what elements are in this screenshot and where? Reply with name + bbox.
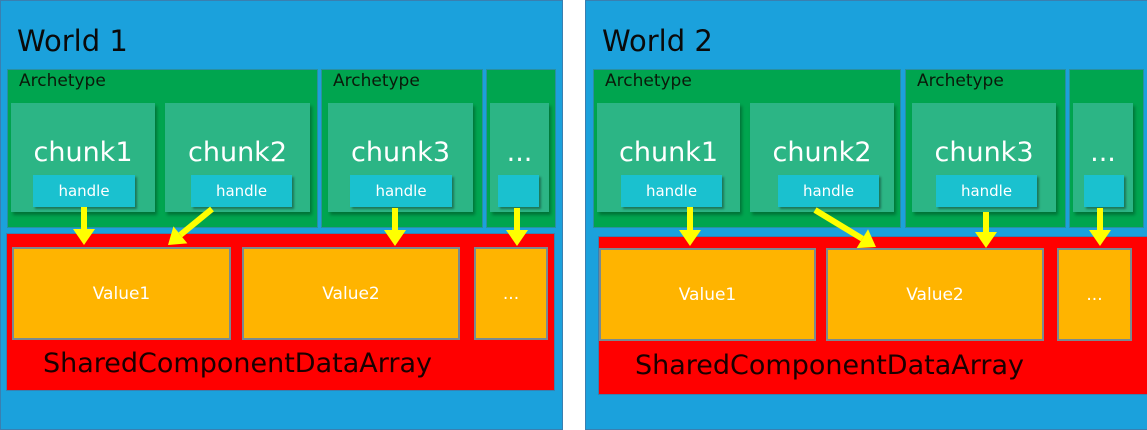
chunk-label: ...: [1090, 137, 1116, 168]
world-title: World 2: [602, 24, 713, 58]
chunk-handle: [498, 175, 539, 207]
shared-value-box: Value1: [599, 248, 816, 341]
arrow-icon: [384, 208, 406, 246]
shared-value-box: Value1: [12, 247, 231, 340]
shared-array-label: SharedComponentDataArray: [43, 348, 432, 379]
arrow-icon: [73, 207, 95, 245]
arrow-icon: [679, 207, 701, 246]
arrow-icon: [1089, 208, 1111, 246]
chunk-handle: [1084, 175, 1124, 207]
arrow-icon: [975, 212, 997, 248]
chunk-handle: handle: [191, 175, 292, 207]
shared-value-box: ...: [1057, 248, 1132, 341]
shared-array-label: SharedComponentDataArray: [635, 350, 1024, 381]
shared-value-box: Value2: [242, 247, 460, 340]
shared-value-box: ...: [474, 247, 548, 340]
chunk-handle: handle: [778, 175, 879, 207]
world-title: World 1: [17, 24, 128, 58]
chunk-label: chunk2: [188, 137, 287, 168]
shared-value-box: Value2: [826, 248, 1044, 341]
chunk-label: chunk3: [934, 137, 1034, 168]
arrow-icon: [506, 208, 528, 246]
chunk-handle: handle: [621, 175, 722, 207]
chunk-label: chunk1: [619, 137, 718, 168]
chunk-label: chunk1: [33, 137, 133, 168]
archetype-label: Archetype: [333, 71, 420, 91]
archetype-label: Archetype: [917, 71, 1004, 91]
chunk-handle: handle: [33, 175, 135, 207]
arrow-icon: [168, 206, 214, 245]
chunk-label: chunk2: [772, 137, 872, 168]
chunk-handle: handle: [936, 175, 1037, 207]
chunk-label: chunk3: [351, 137, 450, 168]
archetype-label: Archetype: [19, 71, 106, 91]
archetype-label: Archetype: [605, 71, 692, 91]
chunk-handle: handle: [350, 175, 452, 207]
arrow-icon: [813, 207, 876, 249]
chunk-label: ...: [506, 137, 533, 168]
